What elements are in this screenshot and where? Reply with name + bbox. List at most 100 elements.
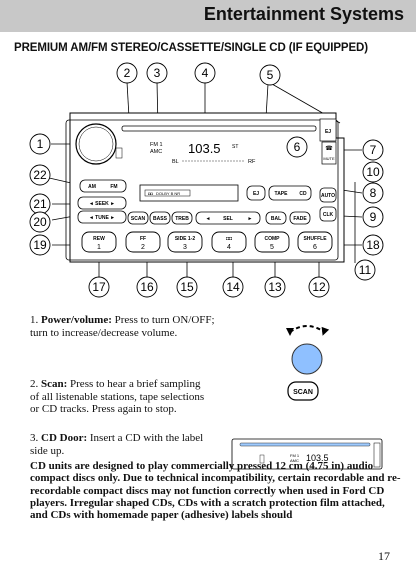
item-1-num: 1. [30,314,39,326]
tape-eject-button[interactable] [246,185,266,201]
radio-diagram: EJ ☎ MUTE FM 1 AMC 103.5 ST BL RF DOLBY … [29,62,384,298]
clock-button[interactable] [319,206,337,222]
preset-2-num: 2 [141,244,145,251]
auto-button[interactable] [319,187,337,203]
callout-7: 7 [370,143,377,157]
item-1-text: Press to turn ON/OFF; turn to increase/d… [30,314,215,339]
page-subtitle: PREMIUM AM/FM STEREO/CASSETTE/SINGLE CD … [14,42,368,54]
sel-button[interactable] [195,211,261,225]
dolby-icon: ◘◘ [148,191,153,196]
auto-label: AUTO [321,193,335,199]
preset-3-top: SIDE 1-2 [175,236,196,242]
display-stereo: ST [232,144,238,150]
display-amc: AMC [150,149,162,155]
seek-button[interactable] [77,196,127,210]
item-2-title: Scan: [41,378,68,390]
fade-button[interactable] [289,211,311,225]
callout-22: 22 [33,168,47,182]
preset-5-button[interactable] [254,231,290,253]
item-2-text: Press to hear a brief sampling of all li… [30,378,205,415]
preset-6-top: SHUFFLE [303,236,327,242]
page-number: 17 [378,549,390,563]
preset-1-num: 1 [97,244,101,251]
preset-3-num: 3 [183,244,187,251]
preset-4-button[interactable] [211,231,247,253]
cd-radio-icon: FM 1 AMC 103.5 [231,438,383,470]
bass-label: BASS [153,216,168,222]
mute-button[interactable] [321,141,337,165]
callout-20: 20 [33,215,47,229]
section-title: Entertainment Systems [203,4,404,24]
callout-15: 15 [180,280,194,294]
preset-4-num: 4 [227,244,231,251]
volume-knob-icon [286,325,330,375]
callout-10: 10 [366,165,380,179]
callout-13: 13 [268,280,282,294]
callout-14: 14 [226,280,240,294]
preset-6-button[interactable] [297,231,333,253]
preset-6-num: 6 [313,244,317,251]
power-volume-knob[interactable] [75,123,117,165]
bass-button[interactable] [149,211,171,225]
balance-label: BAL [271,216,281,222]
svg-text:AMC: AMC [290,458,299,463]
item-1-title: Power/volume: [41,314,112,326]
balance-button[interactable] [265,211,287,225]
preset-3-button[interactable] [167,231,203,253]
mute-label: MUTE [323,156,335,161]
preset-4-top: ◘◘ [226,236,232,242]
preset-1-button[interactable] [81,231,117,253]
cd-door [121,125,317,132]
page-header: Entertainment Systems [0,0,416,32]
cd-warning: CD units are designed to play commercial… [30,460,401,522]
fade-label: FADE [293,216,307,222]
svg-text:103.5: 103.5 [306,453,329,463]
display-rf: RF [248,159,256,165]
callout-18: 18 [366,238,380,252]
item-scan: 2. Scan: Press to hear a brief sampling … [30,378,210,416]
callout-8: 8 [370,186,377,200]
display-band: FM 1 [150,142,163,148]
mute-icon: ☎ [325,145,333,152]
display-frequency: 103.5 [188,141,221,156]
callout-21: 21 [33,197,47,211]
callout-17: 17 [92,280,106,294]
treble-label: TREB [175,216,189,222]
svg-text:►: ► [248,216,253,222]
callout-1: 1 [37,137,44,151]
svg-text:FM 1: FM 1 [290,453,300,458]
fm-label: FM [110,184,117,190]
item-2-num: 2. [30,378,39,390]
clock-label: CLK [323,212,334,218]
callout-12: 12 [312,280,326,294]
preset-5-top: COMP [265,236,281,242]
svg-text:◄: ◄ [206,216,211,222]
preset-2-button[interactable] [125,231,161,253]
callout-16: 16 [140,280,154,294]
sel-label: SEL [223,216,233,222]
preset-5-num: 5 [270,244,274,251]
item-cd-door: 3. CD Door: Insert a CD with the label s… [30,432,210,457]
cd-eject-label: EJ [325,129,331,135]
scan-label: SCAN [131,216,146,222]
am-label: AM [88,184,96,190]
callout-9: 9 [370,210,377,224]
display-bl: BL [172,159,179,165]
tape-eject-label: EJ [253,191,259,197]
tune-button[interactable] [77,210,127,224]
treble-button[interactable] [171,211,193,225]
am-fm-button[interactable] [79,179,127,193]
preset-2-top: FF [140,236,146,242]
preset-buttons: REW 1 FF 2 SIDE 1-2 3 ◘◘ 4 COMP 5 SHUFFL… [81,231,333,253]
scan-button-icon: SCAN [287,381,319,401]
item-3-title: CD Door: [41,432,88,444]
preset-1-top: REW [93,236,105,242]
item-power-volume: 1. Power/volume: Press to turn ON/OFF; t… [30,314,226,339]
scan-button[interactable] [127,211,149,225]
callout-4: 4 [202,66,209,80]
callout-19: 19 [33,238,47,252]
dolby-label: DOLBY B NR [156,191,180,196]
tape-button[interactable] [268,185,312,201]
callout-6: 6 [294,140,301,154]
tune-label: ◄ TUNE ► [89,215,115,221]
